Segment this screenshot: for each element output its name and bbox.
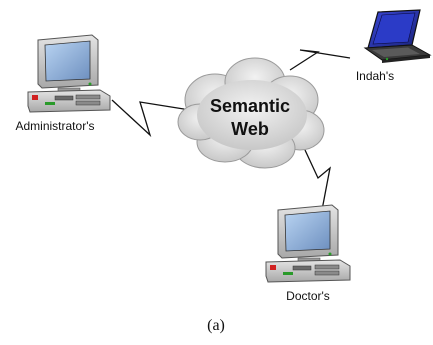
link-doctor-cloud bbox=[304, 149, 331, 211]
doctor-label: Doctor's bbox=[286, 289, 330, 303]
figure-caption: (a) bbox=[207, 317, 225, 334]
link-administrator-cloud bbox=[111, 99, 191, 138]
doctor-computer-icon bbox=[265, 204, 351, 283]
indah-label: Indah's bbox=[356, 69, 394, 83]
administrator-label: Administrator's bbox=[16, 119, 95, 133]
indah-laptop-icon bbox=[363, 9, 432, 63]
link-indah-cloud bbox=[289, 49, 351, 71]
cloud-label-line2: Web bbox=[231, 119, 269, 139]
cloud-icon bbox=[177, 57, 325, 169]
administrator-computer-icon bbox=[27, 34, 111, 113]
cloud-label-line1: Semantic bbox=[210, 96, 290, 116]
